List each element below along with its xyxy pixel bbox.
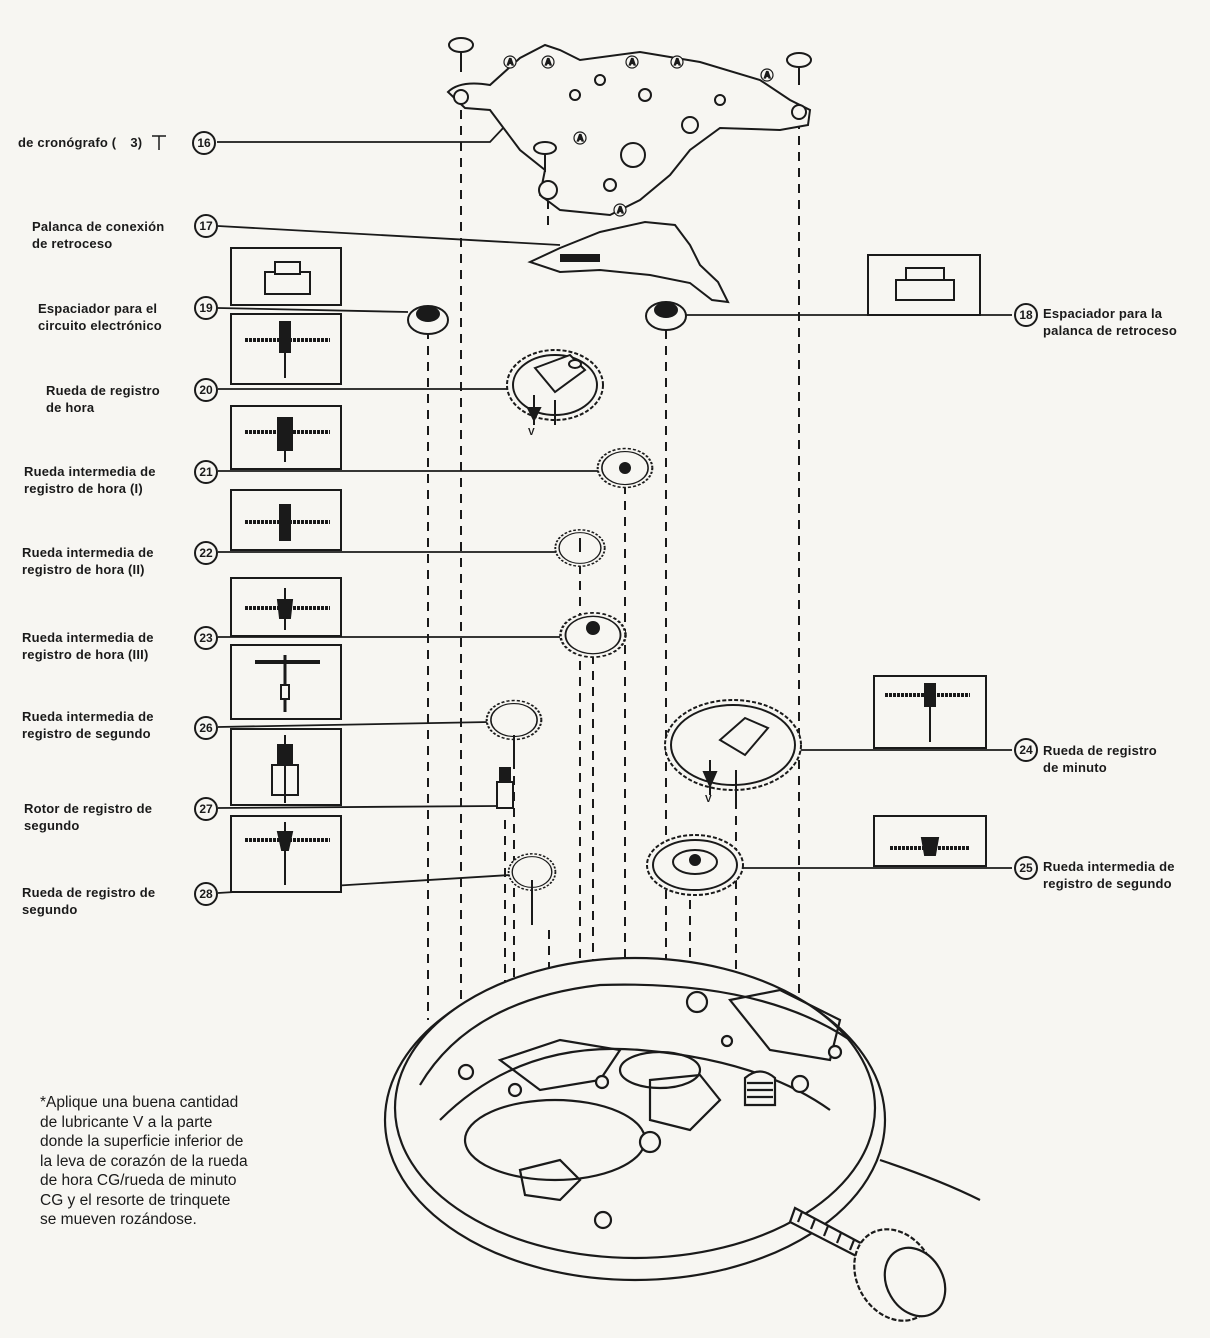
intermediate-wheel-26 xyxy=(485,699,543,741)
bridge-screws xyxy=(448,37,812,172)
reset-connection-lever xyxy=(527,220,730,304)
callout-22-number: 22 xyxy=(194,541,218,565)
callout-19-number: 19 xyxy=(194,296,218,320)
chronograph-bridge-plate xyxy=(446,43,812,217)
callout-17-number: 17 xyxy=(194,214,218,238)
intermediate-wheel-25 xyxy=(646,834,744,896)
svg-text:A: A xyxy=(674,57,681,67)
svg-text:A: A xyxy=(629,57,636,67)
callout-18-number: 18 xyxy=(1014,303,1038,327)
crown-and-stem xyxy=(788,1206,947,1322)
svg-text:A: A xyxy=(507,57,514,67)
callout-27-number: 27 xyxy=(194,797,218,821)
callout-21-number: 21 xyxy=(194,460,218,484)
note-line: la leva de corazón de la rueda xyxy=(40,1152,248,1170)
screw-icon xyxy=(152,135,166,150)
note-line: de lubricante V a la parte xyxy=(40,1113,213,1131)
svg-text:A: A xyxy=(577,133,584,143)
note-line: donde la superficie inferior de xyxy=(40,1133,244,1150)
callout-24-number: 24 xyxy=(1014,738,1038,762)
hour-recording-wheel xyxy=(506,349,604,425)
callout-16-number: 16 xyxy=(192,131,216,155)
callout-23-number: 23 xyxy=(194,626,218,650)
note-line: CG y el resorte de trinquete xyxy=(40,1191,231,1209)
second-recording-rotor xyxy=(496,767,514,809)
note-line: *Aplique una buena cantidad xyxy=(40,1094,239,1111)
svg-text:A: A xyxy=(764,70,771,80)
movement-base xyxy=(383,956,981,1282)
inset-part-profiles xyxy=(245,261,970,885)
screw-markers: A A A A A A A xyxy=(503,55,774,217)
svg-text:A: A xyxy=(545,57,552,67)
spacers xyxy=(407,301,687,335)
callout-25-number: 25 xyxy=(1014,856,1038,880)
note-line: se mueven rozándose. xyxy=(40,1211,197,1228)
note-line: de hora CG/rueda de minuto xyxy=(40,1172,237,1189)
minute-recording-wheel xyxy=(664,699,802,800)
callout-28-number: 28 xyxy=(194,882,218,906)
callout-16-label: de cronógrafo (3) xyxy=(18,135,143,150)
callout-26-number: 26 xyxy=(194,716,218,740)
callout-20-number: 20 xyxy=(194,378,218,402)
lubrication-note: *Aplique una buena cantidad de lubricant… xyxy=(40,1093,330,1230)
part-inset-boxes xyxy=(230,247,987,893)
svg-text:A: A xyxy=(617,205,624,215)
